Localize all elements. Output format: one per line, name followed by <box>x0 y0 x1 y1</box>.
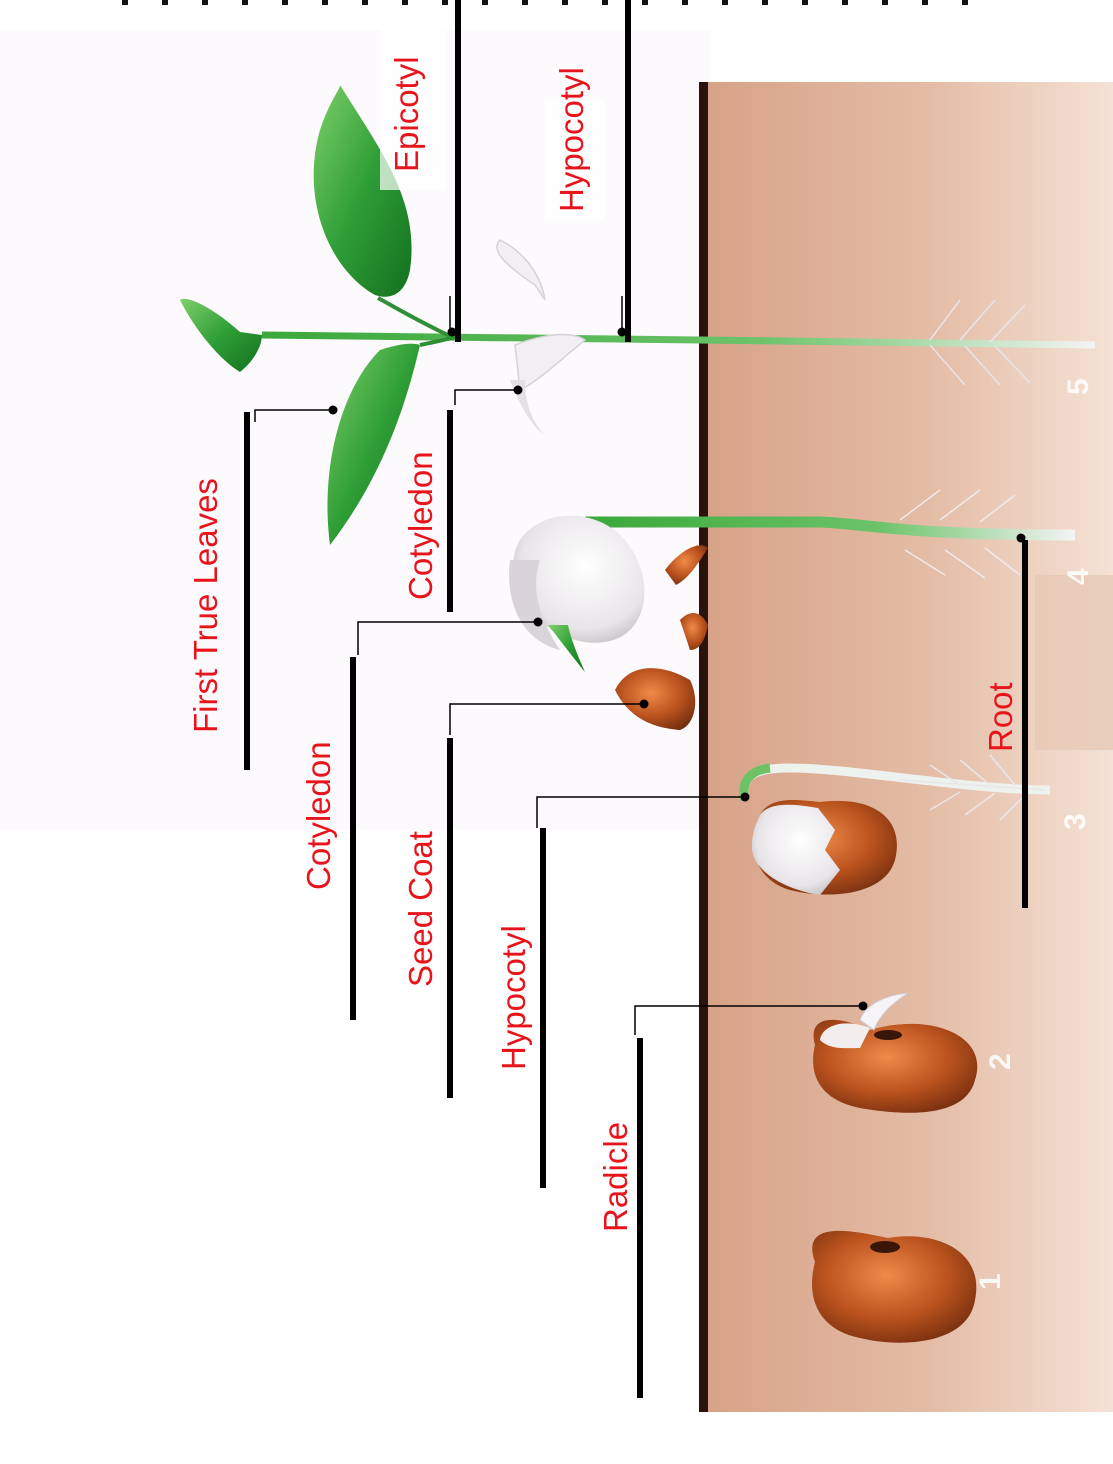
seed-stage-1 <box>812 1231 976 1343</box>
stage-number-2: 2 <box>984 1053 1017 1070</box>
stage-number-5: 5 <box>1062 378 1095 395</box>
stage-number-1: 1 <box>974 1273 1007 1290</box>
label-first-true-leaves: First True Leaves <box>187 478 224 733</box>
stage-number-3: 3 <box>1059 813 1092 830</box>
label-epicotyl: Epicotyl <box>388 56 425 172</box>
label-hypocotyl-top: Hypocotyl <box>553 67 590 212</box>
stage-number-4: 4 <box>1062 568 1095 585</box>
label-seed-coat: Seed Coat <box>402 831 439 987</box>
label-cotyledon-stage-4: Cotyledon <box>300 741 337 890</box>
soil-patch <box>1035 575 1113 750</box>
label-hypocotyl-stage-3: Hypocotyl <box>495 925 532 1070</box>
soil-surface-line <box>699 82 708 1412</box>
label-radicle: Radicle <box>597 1122 634 1232</box>
label-root: Root <box>982 682 1019 752</box>
label-cotyledon-stage-5: Cotyledon <box>402 451 439 600</box>
